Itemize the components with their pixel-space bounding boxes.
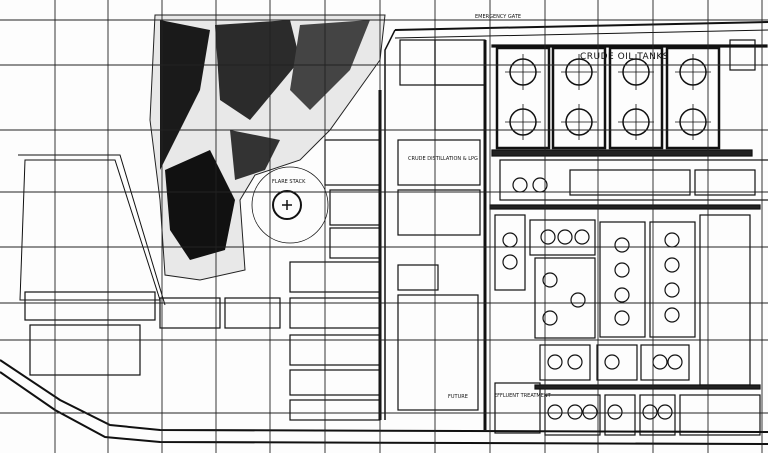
storage-tank [502, 232, 518, 248]
storage-tank [547, 354, 563, 370]
label-flare-stack: FLARE STACK [272, 179, 306, 185]
storage-tank [607, 404, 623, 420]
tank-bay [608, 46, 664, 150]
label-effluent-treatment: EFFLUENT TREATMENT [494, 393, 552, 399]
tank-centerline [561, 104, 597, 140]
storage-tank [614, 287, 630, 303]
storage-tank [502, 254, 518, 270]
storage-tank [664, 307, 680, 323]
storage-tank [567, 404, 583, 420]
storage-tank [557, 229, 573, 245]
storage-tank [667, 354, 683, 370]
storage-tank [540, 229, 556, 245]
storage-tank [542, 310, 558, 326]
storage-tank [614, 310, 630, 326]
storage-tank [664, 257, 680, 273]
tank-centerline [675, 54, 711, 90]
plant-units [24, 39, 768, 436]
storage-tank [604, 354, 620, 370]
storage-tank [567, 354, 583, 370]
label-emergency-gate: EMERGENCY GATE [475, 14, 521, 20]
storage-tank [664, 232, 680, 248]
tank-centerline [618, 54, 654, 90]
tank-centerline [505, 104, 541, 140]
storage-tank [657, 404, 673, 420]
terrain-hill [149, 14, 386, 281]
crude-oil-tank-bays [495, 46, 721, 150]
storage-tank [642, 404, 658, 420]
storage-tank [582, 404, 598, 420]
tank-bay [495, 46, 551, 150]
tank-bay [665, 46, 721, 150]
tank-bay [551, 46, 607, 150]
tank-centerline [561, 54, 597, 90]
tank-centerline [675, 104, 711, 140]
tank-centerline [618, 104, 654, 140]
storage-tank [614, 237, 630, 253]
storage-tank [574, 229, 590, 245]
tank-centerline [505, 54, 541, 90]
storage-tank [664, 282, 680, 298]
label-future: FUTURE [448, 394, 468, 400]
flare-stack-area [251, 166, 329, 244]
label-crude-distillation: CRUDE DISTILLATION & LPG [408, 156, 478, 162]
storage-tank [547, 404, 563, 420]
storage-tank [512, 177, 528, 193]
storage-tank [652, 354, 668, 370]
storage-tank [542, 272, 558, 288]
storage-tank [614, 262, 630, 278]
storage-tank [570, 292, 586, 308]
label-crude-oil-tanks: CRUDE OIL TANKS [580, 52, 669, 62]
